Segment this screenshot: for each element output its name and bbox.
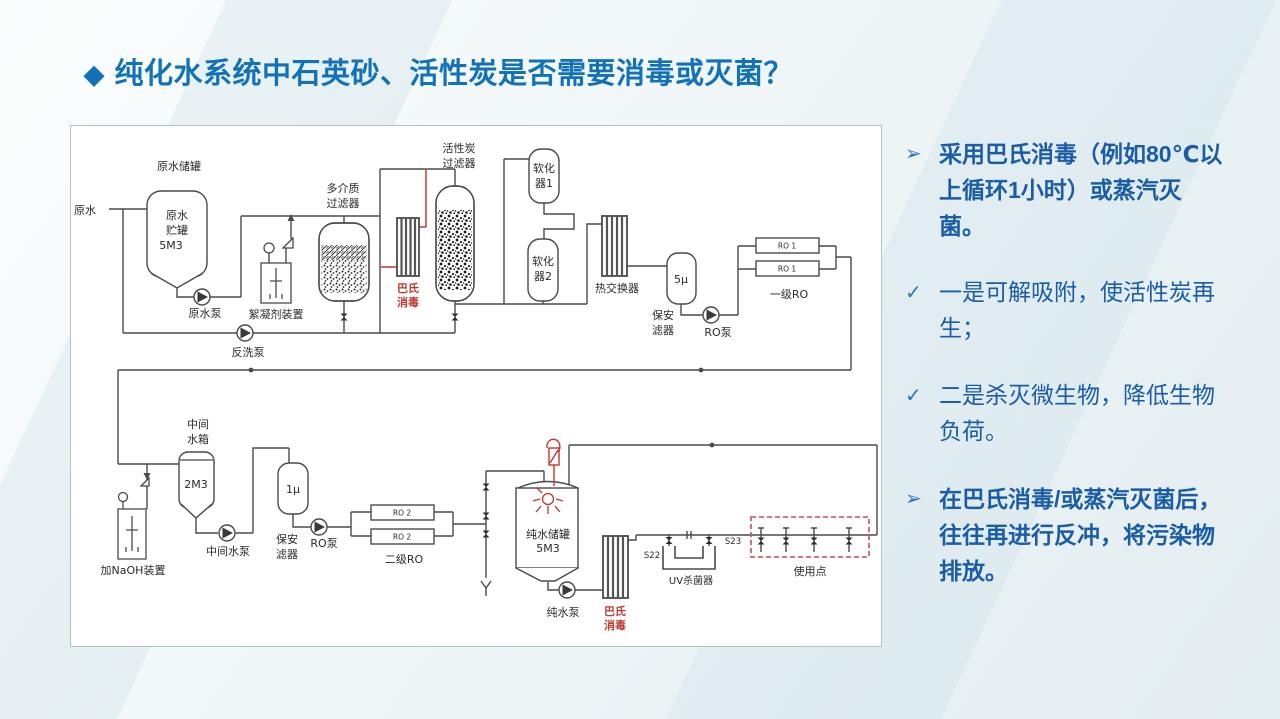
- water-system-diagram: 原水储罐 原水 贮罐 5M3 原水 原水泵 反洗泵: [74, 141, 878, 632]
- softener2-label-2: 器2: [534, 270, 552, 283]
- use-point-label: 使用点: [794, 565, 827, 578]
- pure-tank-text-1: 纯水储罐: [526, 527, 570, 541]
- ro2-bar2-text: RO 2: [393, 533, 411, 542]
- bullet-text-3: 二是杀灭微生物，降低生物负荷。: [939, 383, 1215, 444]
- heat-exchanger: 热交换器: [595, 215, 639, 295]
- softener-2: 软化 器2: [527, 238, 559, 302]
- stage2-ro: RO 2 RO 2 二级RO: [370, 504, 435, 566]
- intermediate-tank: 中间 水箱 2M3: [178, 418, 215, 519]
- softener-1: 软化 器1: [528, 148, 560, 204]
- check-bullet-icon: ✓: [905, 385, 922, 407]
- ro-pump2-label: RO泵: [310, 537, 337, 550]
- guard-filter-5u: 5μ 保安 滤器: [652, 252, 697, 337]
- mid-tank-volume: 2M3: [184, 478, 208, 491]
- ro-pump1-label: RO泵: [704, 326, 731, 339]
- carbon-filter: 活性炭 过滤器: [435, 141, 476, 302]
- carbon-label-1: 活性炭: [443, 141, 476, 155]
- uv-label: UV杀菌器: [669, 574, 713, 587]
- stage2-ro-label: 二级RO: [385, 553, 424, 566]
- raw-water-pump-icon: [193, 288, 211, 306]
- pure-water-tank: 纯水储罐 5M3: [515, 438, 579, 582]
- raw-tank-text-3: 5M3: [159, 239, 183, 252]
- pasteurize1-label-2: 消毒: [397, 295, 419, 309]
- notes-column: ➢ 采用巴氏消毒（例如80℃以上循环1小时）或蒸汽灭菌。 ✓ 一是可解吸附，使活…: [905, 136, 1227, 620]
- valves: [340, 313, 853, 545]
- flocculant-label: 絮凝剂装置: [249, 307, 304, 321]
- stage1-ro: RO 1 RO 1 一级RO: [755, 237, 820, 301]
- pasteurize2-label-2: 消毒: [604, 618, 626, 632]
- pasteurize1-label-1: 巴氏: [397, 281, 419, 295]
- bullet-item-2: ✓ 一是可解吸附，使活性炭再生；: [905, 275, 1227, 347]
- pure-water-pump-icon: [558, 581, 576, 599]
- raw-tank-text-1: 原水: [166, 209, 188, 222]
- bullet-text-2: 一是可解吸附，使活性炭再生；: [939, 280, 1215, 341]
- naoh-device: [117, 476, 150, 560]
- intermediate-pump-icon: [218, 524, 236, 542]
- ro-pump2-icon: [310, 518, 328, 536]
- bullet-item-1: ➢ 采用巴氏消毒（例如80℃以上循环1小时）或蒸汽灭菌。: [905, 136, 1227, 244]
- backwash-pump-icon: [236, 324, 254, 342]
- pipe-junctions: [143, 214, 715, 480]
- check-bullet-icon: ✓: [905, 282, 922, 304]
- pasteurize-hx1: 巴氏 消毒: [381, 170, 427, 309]
- page-title-text: 纯化水系统中石英砂、活性炭是否需要消毒或灭菌？: [114, 58, 794, 90]
- pure-pump-label: 纯水泵: [547, 606, 580, 619]
- raw-water-label: 原水: [74, 204, 96, 217]
- guard-filter-1u: 1μ 保安 滤器: [276, 462, 309, 561]
- mid-tank-label-2: 水箱: [187, 432, 209, 446]
- mm-filter-label-2: 过滤器: [327, 197, 360, 210]
- process-diagram-panel: 原水储罐 原水 贮罐 5M3 原水 原水泵 反洗泵: [70, 125, 882, 647]
- mid-pump-label: 中间水泵: [206, 545, 250, 558]
- flocculant-device: [260, 236, 294, 304]
- raw-tank-text-2: 贮罐: [166, 224, 188, 237]
- naoh-label: 加NaOH装置: [101, 564, 166, 577]
- multimedia-filter: 多介质 过滤器: [318, 181, 370, 302]
- raw-water-tank: 原水储罐 原水 贮罐 5M3: [146, 159, 208, 289]
- softener1-label-2: 器1: [535, 177, 553, 190]
- filter-5u-text: 5μ: [674, 273, 688, 286]
- pure-tank-text-2: 5M3: [536, 542, 560, 555]
- filter-1u-text: 1μ: [286, 483, 300, 496]
- ro2-bar1-text: RO 2: [393, 509, 411, 518]
- bullet-item-4: ➢ 在巴氏消毒/或蒸汽灭菌后，往往再进行反冲，将污染物排放。: [905, 481, 1227, 589]
- guard2-label-2: 滤器: [276, 548, 298, 561]
- bullet-text-4: 在巴氏消毒/或蒸汽灭菌后，往往再进行反冲，将污染物排放。: [939, 486, 1222, 584]
- s23-label: S23: [725, 537, 741, 547]
- heat-exchanger-label: 热交换器: [595, 281, 639, 295]
- softener2-label-1: 软化: [532, 254, 554, 268]
- carbon-label-2: 过滤器: [443, 157, 476, 170]
- page-title: ◆ 纯化水系统中石英砂、活性炭是否需要消毒或灭菌？: [84, 50, 964, 92]
- pasteurize-hx2: 巴氏 消毒: [602, 535, 629, 632]
- ro1-bar1-text: RO 1: [778, 242, 796, 251]
- spray-ball-icon: [532, 487, 564, 514]
- ro-pump1-icon: [702, 306, 720, 324]
- bullet-text-1: 采用巴氏消毒（例如80℃以上循环1小时）或蒸汽灭菌。: [939, 141, 1223, 239]
- stage1-ro-label: 一级RO: [770, 288, 809, 301]
- arrow-bullet-icon: ➢: [905, 488, 922, 510]
- uv-sterilizer: S22 S23 UV杀菌器: [644, 537, 741, 587]
- mid-tank-label-1: 中间: [187, 418, 209, 431]
- s22-label: S22: [644, 551, 660, 561]
- pumps: [193, 288, 720, 599]
- guard1-label-2: 滤器: [652, 324, 674, 337]
- pasteurize2-label-1: 巴氏: [604, 604, 626, 618]
- guard2-label-1: 保安: [276, 532, 298, 546]
- vent-breather-icon: [546, 438, 561, 486]
- bullet-item-3: ✓ 二是杀灭微生物，降低生物负荷。: [905, 378, 1227, 450]
- softener1-label-1: 软化: [533, 161, 555, 175]
- ro1-bar2-text: RO 1: [778, 265, 796, 274]
- arrow-bullet-icon: ➢: [905, 143, 922, 165]
- use-points: 使用点: [750, 516, 870, 578]
- backwash-pump-label: 反洗泵: [232, 346, 265, 359]
- raw-pump-label: 原水泵: [189, 307, 222, 320]
- diamond-bullet-icon: ◆: [84, 59, 105, 89]
- mm-filter-label-1: 多介质: [327, 181, 360, 195]
- raw-water-tank-title: 原水储罐: [157, 159, 201, 173]
- guard1-label-1: 保安: [652, 308, 674, 322]
